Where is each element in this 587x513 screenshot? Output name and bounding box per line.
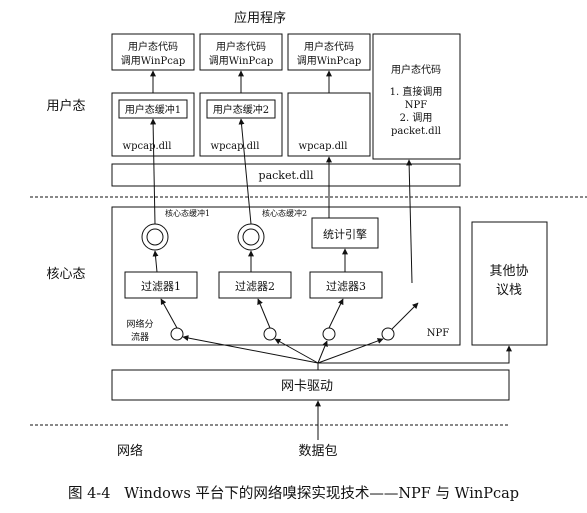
direct-app-line4: packet.dll (391, 126, 441, 137)
packet-dll-bar (111, 163, 461, 187)
arrow-tap4-to-direct (391, 302, 419, 330)
app-box-1 (111, 33, 195, 71)
filter-label-1: 过滤器1 (141, 280, 181, 293)
figure-caption-text: Windows 平台下的网络嗅探实现技术——NPF 与 WinPcap (124, 486, 520, 502)
wpcap-label-2: wpcap.dll (211, 141, 260, 152)
nic-driver-label: 网卡驱动 (281, 379, 333, 394)
kernel-buffer-1-label: 核心态缓冲1 (165, 208, 210, 218)
arrow-nic-to-tap4 (317, 338, 384, 364)
arrow-nic-to-tap1 (182, 335, 319, 364)
user-buffer-1-label: 用户态缓冲1 (125, 103, 181, 116)
app-box-3 (287, 33, 371, 71)
stats-engine-label: 统计引擎 (323, 227, 367, 241)
filter-box-1 (124, 271, 198, 299)
kernel-buffer-2-label: 核心态缓冲2 (262, 208, 307, 218)
packets-label: 数据包 (298, 444, 337, 459)
figure-number: 图 4-4 (67, 486, 111, 502)
user-buffer-2-label: 用户态缓冲2 (213, 103, 269, 116)
network-tap-3 (322, 327, 336, 341)
network-tap-1 (170, 327, 184, 341)
direct-app-line2: NPF (405, 100, 427, 111)
packet-dll-label: packet.dll (259, 169, 314, 182)
app-box-1-line1: 用户态代码 (128, 40, 178, 53)
arrow-filter1-to-kbuf1 (152, 250, 159, 273)
arrow-nic-to-other-stack (318, 345, 512, 364)
arrow-direct-to-app (406, 159, 413, 284)
app-box-2-line2: 调用WinPcap (209, 55, 273, 67)
app-box-2-line1: 用户态代码 (216, 40, 266, 53)
app-title: 应用程序 (234, 10, 286, 26)
network-tap-line2: 流器 (131, 331, 149, 343)
user-buffer-1 (118, 99, 188, 119)
other-stack-line2: 议栈 (496, 283, 522, 298)
direct-app-line3: 2. 调用 (400, 112, 433, 124)
other-stack-box (471, 221, 548, 346)
direct-app-box (372, 33, 461, 160)
stats-engine-box (311, 217, 379, 249)
arrow-tap2-to-filter2 (257, 298, 271, 329)
zone-label-kernel: 核心态 (46, 267, 85, 282)
figure-caption: 图 4-4 Windows 平台下的网络嗅探实现技术——NPF 与 WinPca… (0, 482, 587, 503)
app-box-3-line1: 用户态代码 (304, 40, 354, 53)
other-stack-line1: 其他协 (489, 264, 528, 279)
kernel-buffer-2-inner (242, 228, 260, 246)
filter-box-3 (309, 271, 383, 299)
filter-box-2 (218, 271, 292, 299)
zone-label-user: 用户态 (46, 98, 85, 114)
wpcap-label-3: wpcap.dll (299, 141, 348, 152)
filter-label-3: 过滤器3 (326, 280, 366, 293)
nic-driver-bar (111, 369, 510, 401)
arrow-tap1-to-filter1 (160, 298, 178, 329)
user-buffer-2 (206, 99, 276, 119)
zone-label-network: 网络 (117, 443, 143, 459)
arrow-kbuf2-to-ubuf2 (238, 118, 252, 225)
filter-label-2: 过滤器2 (235, 280, 275, 293)
arrow-nic-to-tap2 (274, 338, 319, 364)
direct-app-title: 用户态代码 (391, 63, 441, 76)
wpcap-box-3 (287, 92, 371, 157)
npf-label: NPF (427, 328, 449, 339)
app-box-2 (199, 33, 283, 71)
network-tap-line1: 网络分 (126, 318, 153, 330)
app-box-1-line2: 调用WinPcap (121, 55, 185, 67)
network-tap-2 (263, 327, 277, 341)
app-box-3-line2: 调用WinPcap (297, 55, 361, 67)
arrow-tap3-to-filter3 (328, 298, 344, 329)
direct-app-line1: 1. 直接调用 (390, 85, 443, 98)
wpcap-label-1: wpcap.dll (123, 141, 172, 152)
arrow-kbuf1-to-ubuf1 (150, 118, 157, 225)
arrow-nic-to-tap3 (317, 340, 328, 364)
network-tap-4 (381, 327, 395, 341)
kernel-buffer-1-inner (146, 228, 164, 246)
